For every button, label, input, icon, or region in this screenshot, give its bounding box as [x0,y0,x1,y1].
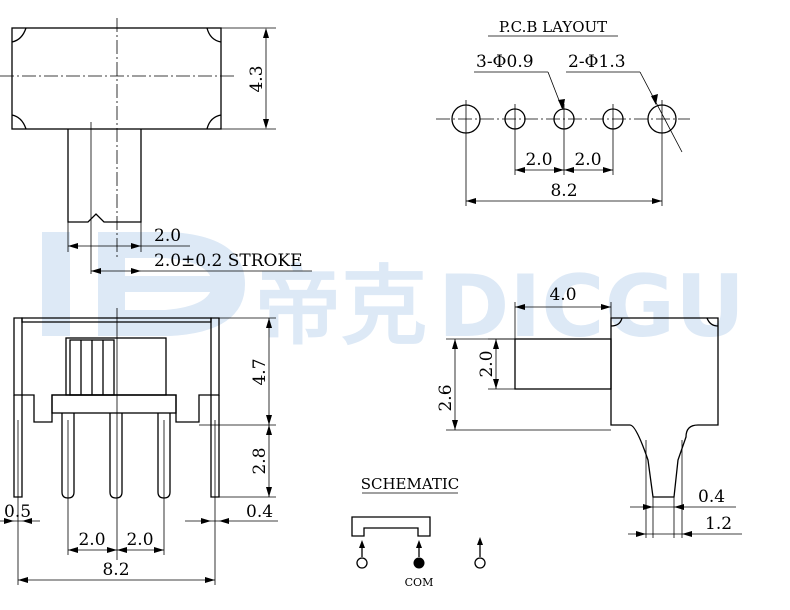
front-view-centerlines [17,308,216,585]
top-view-lever-width-label: 2.0 [154,226,181,246]
pcb-large-hole-leader-arrow [651,94,658,105]
front-view-pin-2 [109,413,123,499]
pcb-hole-centerlines [465,100,663,206]
side-view-pin-spread-label: 1.2 [705,514,732,534]
front-view-actuator [69,339,115,396]
front-view-pitch-right-label: 2.0 [126,530,153,550]
front-view-pin-width-right-arrows [201,518,229,524]
top-view-stroke-label: 2.0±0.2 STROKE [154,251,303,271]
top-view-height-label: 4.3 [247,65,267,92]
side-view-width-arrows [515,304,611,310]
front-view-pin-width-right-label: 0.4 [246,502,273,522]
front-view-pitch-arrows [68,547,164,553]
front-view-pin-width-left-label: 0.5 [4,502,31,522]
pcb-large-hole-note: 2-Φ1.3 [568,52,626,72]
pcb-total-width-label: 8.2 [550,181,577,201]
schematic-view: SCHEMATIC COM [351,475,486,589]
side-view-body-width-label: 4.0 [549,285,576,305]
front-view-base [22,394,211,423]
top-view-stroke-arrows [91,268,141,274]
top-view-corner-marks [11,27,222,130]
side-view-body [610,317,719,498]
side-view-lever-height-arrows [493,339,499,389]
side-view-total-height-arrows [452,339,458,430]
front-view-total-width-label: 8.2 [102,560,129,580]
side-view-lever-height-label: 2.0 [477,350,497,377]
pcb-pitch-left-label: 2.0 [525,150,552,170]
top-view-lever [67,129,142,223]
front-view-contact-carrier [51,394,177,414]
front-view: 4.7 2.8 0.5 0.4 2.0 2.0 8.2 [0,308,278,585]
side-view: 4.0 2.0 2.6 0.4 1.2 [436,285,742,538]
side-view-corner-marks [610,317,719,327]
front-view-pitch-left-label: 2.0 [78,530,105,550]
schematic-terminal-right [474,557,486,569]
schematic-terminal-com [413,557,425,569]
schematic-arrow-left [359,540,365,548]
front-view-pin-length-label: 2.8 [250,447,270,474]
schematic-terminal-left [356,557,368,569]
pcb-layout-title: P.C.B LAYOUT [499,18,607,36]
schematic-title: SCHEMATIC [361,475,460,493]
pcb-pitch-right-label: 2.0 [574,150,601,170]
side-view-total-height-label: 2.6 [436,384,456,411]
top-view: 4.3 2.0 2.0±0.2 STROKE [0,18,312,274]
pcb-small-hole-leader-arrow [558,99,565,110]
pcb-pitch-arrows [515,167,613,173]
front-view-pin-width-left-arrows [4,518,32,524]
top-view-body [11,27,222,130]
schematic-com-label: COM [405,576,434,589]
side-view-pin-width-label: 0.4 [698,487,725,507]
pcb-small-hole-note: 3-Φ0.9 [476,52,534,72]
schematic-arrow-com [416,540,422,548]
front-view-body-height-label: 4.7 [250,358,270,385]
side-view-pin-width-arrows [643,504,684,510]
schematic-arrow-right [477,537,483,545]
watermark-brand-cn: 帝克 [255,257,427,357]
pcb-layout-view: P.C.B LAYOUT 3-Φ0.9 2-Φ1.3 2.0 2.0 [436,18,690,206]
watermark-logo [42,232,245,336]
pcb-large-hole-leader [639,71,683,153]
schematic-slider [351,516,431,537]
front-view-top-edge [21,317,212,323]
